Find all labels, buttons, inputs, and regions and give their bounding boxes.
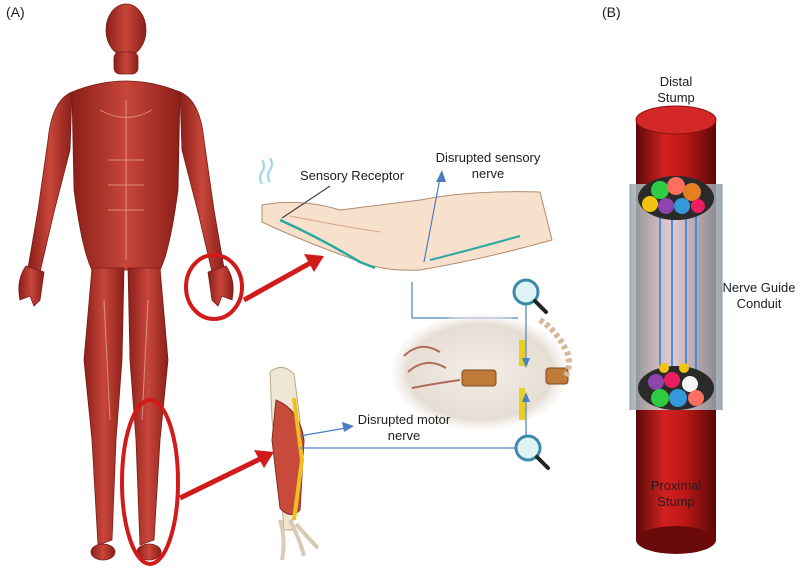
leg-illustration (269, 367, 320, 561)
distal-stump-label-line1: Distal (659, 74, 693, 89)
panel-b-label: (B) (602, 4, 621, 20)
conduit-label-line1: Nerve Guide (722, 280, 796, 295)
sensory-receptor-label: Sensory Receptor (300, 168, 405, 183)
magnifier-icon (514, 434, 550, 470)
nerve-guide-conduit (629, 105, 723, 554)
disrupted-sensory-label-line1: Disrupted sensory (435, 150, 541, 165)
proximal-stump-label-line2: Stump (657, 494, 695, 509)
hand-illustration (259, 157, 553, 271)
disrupted-motor-label-line2: nerve (387, 428, 421, 443)
body-muscles (18, 3, 234, 561)
disrupted-motor-label-line1: Disrupted motor (357, 412, 451, 427)
panel-a-label: (A) (6, 4, 25, 20)
magnifier-icon (512, 278, 548, 314)
proximal-stump-label-line1: Proximal (650, 478, 702, 493)
disrupted-sensory-label-line2: nerve (471, 166, 505, 181)
distal-stump-label-line2: Stump (657, 90, 695, 105)
leg-highlight-circle (120, 398, 180, 566)
hand-highlight-circle (184, 253, 244, 321)
conduit-label-line2: Conduit (736, 296, 782, 311)
